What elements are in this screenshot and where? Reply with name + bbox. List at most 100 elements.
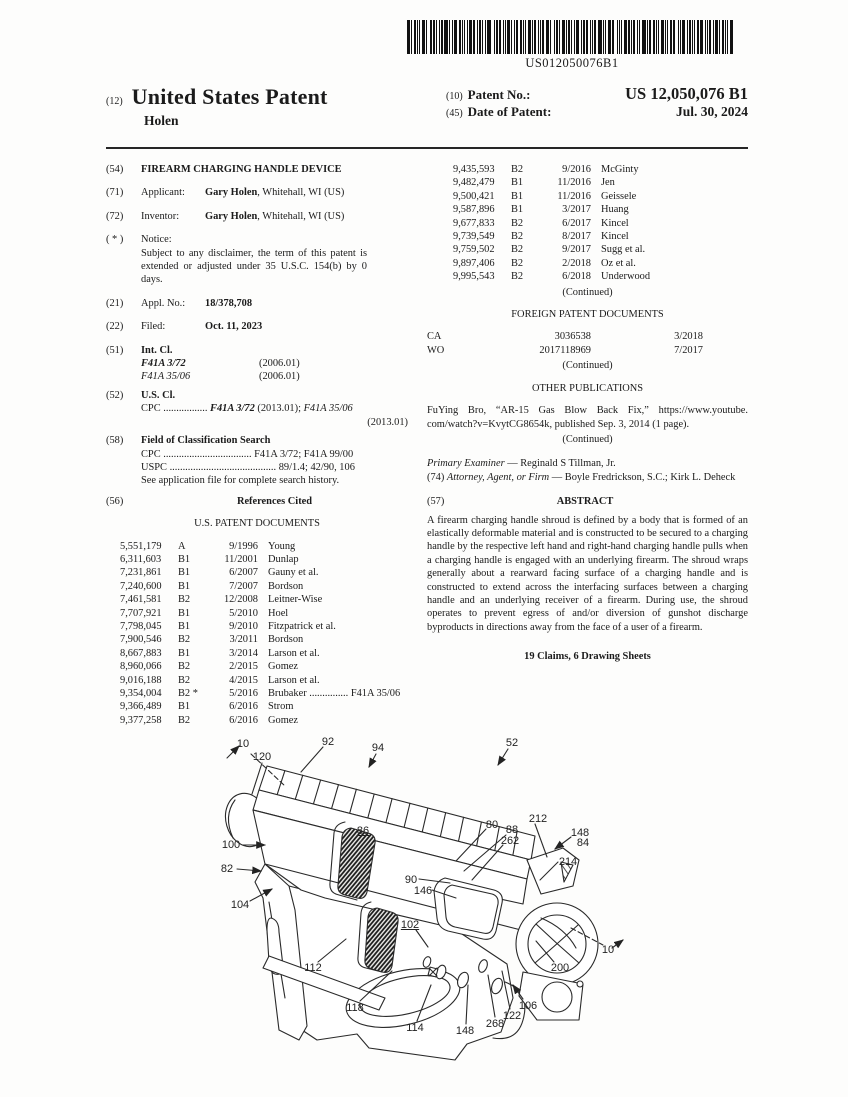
cpc-line: CPC ................. F41A 3/72 (2013.01… [141, 403, 353, 415]
patent-ref-number: 9,677,833 [453, 217, 495, 229]
patent-ref-date: 11/2016 [557, 190, 591, 202]
us-patent-documents-heading: U.S. PATENT DOCUMENTS [194, 518, 320, 530]
patent-ref-date: 7/2007 [229, 580, 258, 592]
figure-callout-122: 122 [502, 1010, 522, 1022]
patent-ref-number: 9,897,406 [453, 257, 495, 269]
field-52-us-cl: (52) U.S. Cl. CPC ................. F41A… [106, 389, 408, 429]
invention-title: FIREARM CHARGING HANDLE DEVICE [141, 164, 342, 175]
patent-ref-date: 6/2017 [562, 217, 591, 229]
patent-ref-name: Fitzpatrick et al. [268, 620, 336, 632]
filed-date: Oct. 11, 2023 [205, 321, 263, 333]
patent-ref-kind: B2 [511, 257, 524, 269]
figure-callout-92: 92 [321, 736, 335, 748]
inventor-label: Inventor: [141, 210, 180, 222]
references-cited-heading: References Cited [236, 495, 313, 507]
patent-ref-date: 3/2011 [229, 634, 258, 646]
foreign-country-code: CA [427, 331, 442, 343]
foreign-doc-number: 3036538 [554, 331, 591, 343]
field-54-title: (54) FIREARM CHARGING HANDLE DEVICE [106, 163, 408, 176]
barcode: US012050076B1 [402, 20, 742, 71]
patent-ref-number: 9,587,896 [453, 204, 495, 216]
field-number-12: (12) [106, 96, 123, 107]
patent-ref-name: Underwood [601, 271, 651, 283]
field-72-inventor: (72) Inventor:Gary Holen, Whitehall, WI … [106, 210, 408, 223]
patent-ref-number: 7,240,600 [120, 580, 162, 592]
patent-ref-date: 3/2014 [229, 647, 258, 659]
patent-ref-name: Dunlap [268, 553, 299, 565]
int-cl-class: F41A 3/72 [141, 358, 186, 370]
patent-ref-kind: B2 [178, 594, 191, 606]
date-of-patent-label: Date of Patent: [467, 104, 552, 119]
patent-ref-kind: B1 [178, 620, 191, 632]
patent-ref-name: Gomez [268, 661, 299, 673]
figure-callout-52: 52 [505, 737, 519, 749]
patent-ref-kind: B2 [511, 231, 524, 243]
applicant-location: , Whitehall, WI (US) [257, 187, 345, 199]
patent-ref-kind: B2 [178, 634, 191, 646]
abstract-text: A firearm charging handle shroud is defi… [427, 514, 748, 633]
left-column: (54) FIREARM CHARGING HANDLE DEVICE (71)… [106, 163, 408, 727]
int-cl-row: F41A 3/72 (2006.01) [141, 357, 408, 370]
applicant-name: Gary Holen [205, 187, 258, 199]
patent-ref-kind: B2 [511, 244, 524, 256]
patent-ref-date: 6/2007 [229, 567, 258, 579]
patent-ref-date: 6/2018 [562, 271, 591, 283]
header-rule [106, 147, 748, 149]
patent-ref-name: Geissele [601, 190, 637, 202]
patent-ref-name: Huang [601, 204, 629, 216]
barcode-bars [407, 20, 733, 54]
patent-ref-name: Bordson [268, 580, 304, 592]
us-cl-label: U.S. Cl. [141, 389, 176, 401]
field-51-int-cl: (51) Int. Cl. F41A 3/72(2006.01)F41A 35/… [106, 344, 408, 384]
patent-ref-number: 9,739,549 [453, 231, 495, 243]
foreign-country-code: WO [427, 344, 445, 356]
int-cl-version: (2006.01) [259, 358, 300, 370]
patent-ref-date: 9/2016 [562, 164, 591, 175]
inventor-surname: Holen [144, 113, 179, 128]
notice-text: Subject to any disclaimer, the term of t… [141, 247, 367, 286]
continued-marker: (Continued) [562, 286, 613, 298]
header-right: (10)Patent No.: US 12,050,076 B1 (45)Dat… [446, 84, 748, 129]
figure-callout-102: 102 [400, 919, 420, 931]
patent-ref-name: Young [268, 540, 296, 552]
figure-callout-80: 80 [485, 819, 499, 831]
figure-callout-120: 120 [252, 751, 272, 763]
inventor-location: , Whitehall, WI (US) [257, 210, 345, 222]
foreign-patents-heading: FOREIGN PATENT DOCUMENTS [511, 309, 664, 321]
page-title: United States Patent [131, 84, 328, 109]
patent-ref-date: 6/2016 [229, 714, 258, 726]
patent-ref-kind: B2 * [178, 688, 198, 699]
patent-ref-number: 7,798,045 [120, 620, 162, 632]
patent-ref-name: Hoel [268, 607, 289, 619]
patent-ref-name: Gomez [268, 714, 299, 726]
patent-number: US 12,050,076 B1 [625, 84, 748, 103]
figure-callout-262: 262 [500, 835, 520, 847]
figure-callout-146: 146 [413, 885, 433, 897]
search-note: See application file for complete search… [141, 475, 340, 487]
date-of-patent: Jul. 30, 2024 [675, 104, 748, 119]
notice-label: Notice: [141, 234, 172, 246]
field-number: (56) [106, 495, 124, 507]
patent-ref-name: Sugg et al. [601, 244, 646, 256]
patent-ref-number: 9,366,489 [120, 701, 162, 713]
field-number: (54) [106, 164, 124, 175]
patent-ref-date: 9/2010 [229, 620, 258, 632]
figure-callout-10: 10 [236, 738, 250, 750]
figure-callout-86: 86 [356, 825, 370, 837]
foreign-doc-date: 7/2017 [674, 344, 703, 356]
patent-ref-kind: B1 [178, 580, 191, 592]
patent-ref-date: 8/2017 [562, 231, 591, 243]
foreign-doc-number: 2017118969 [539, 344, 591, 356]
